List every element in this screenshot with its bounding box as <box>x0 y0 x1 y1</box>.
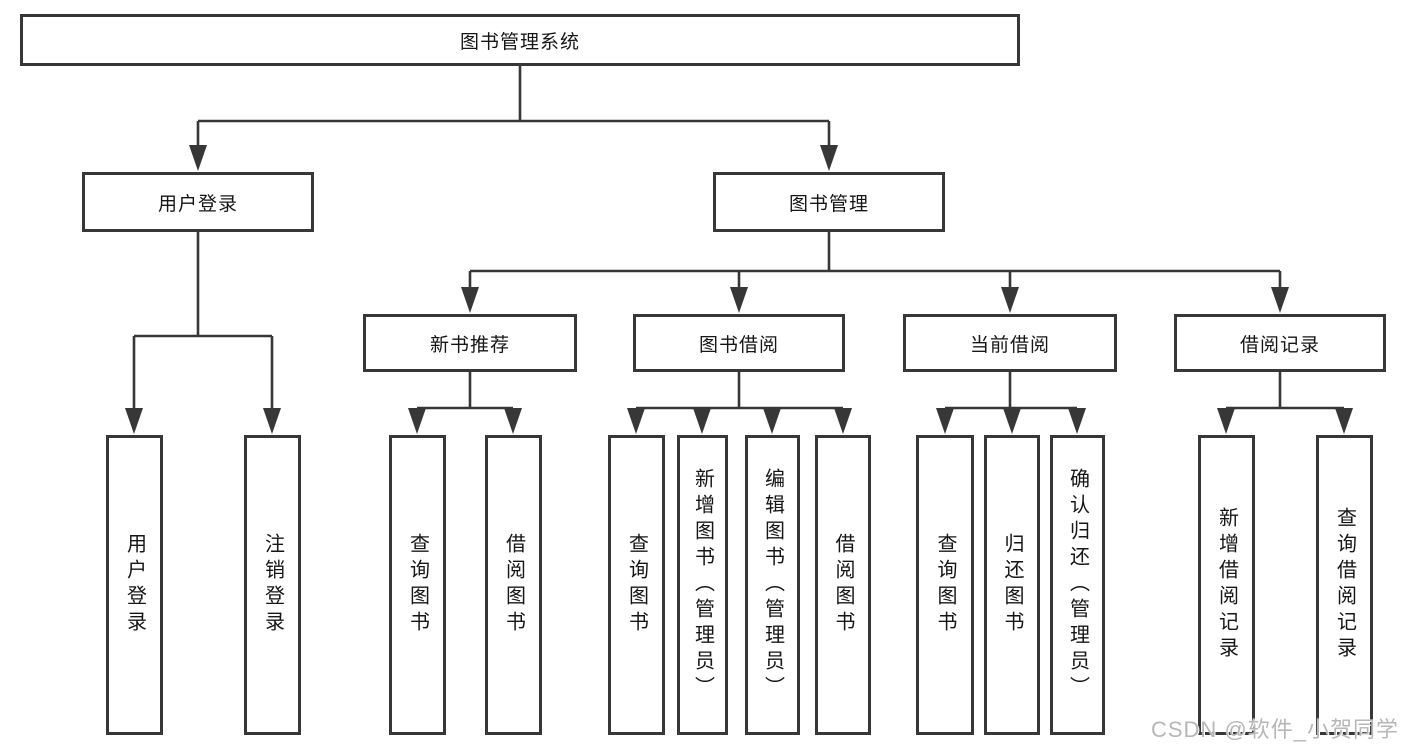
leaf-add-borrow-record: 新增借阅记录 <box>1198 435 1255 735</box>
leaf-borrow-query-books: 查询图书 <box>608 435 665 735</box>
leaf-recommend-query-books: 查询图书 <box>389 435 446 735</box>
leaf-recommend-borrow-books: 借阅图书 <box>485 435 542 735</box>
leaf-return-books: 归还图书 <box>984 435 1040 735</box>
node-book-borrow: 图书借阅 <box>633 314 845 372</box>
leaf-query-borrow-record: 查询借阅记录 <box>1316 435 1373 735</box>
leaf-borrow-books: 借阅图书 <box>815 435 871 735</box>
csdn-watermark: CSDN @软件_小贺同学 <box>1150 717 1399 742</box>
node-current-borrow: 当前借阅 <box>903 314 1117 372</box>
leaf-user-login: 用户登录 <box>106 435 163 735</box>
arrowheads <box>125 145 1353 434</box>
leaf-add-books-admin: 新增图书（管理员） <box>677 435 728 735</box>
node-borrow-records: 借阅记录 <box>1174 314 1386 372</box>
leaf-confirm-return-admin: 确认归还（管理员） <box>1050 435 1105 735</box>
leaf-edit-books-admin: 编辑图书（管理员） <box>745 435 800 735</box>
leaf-current-query-books: 查询图书 <box>916 435 974 735</box>
node-book-management-branch: 图书管理 <box>713 172 945 232</box>
node-new-book-recommend: 新书推荐 <box>363 314 577 372</box>
node-library-management-system: 图书管理系统 <box>20 14 1020 66</box>
leaf-logout: 注销登录 <box>244 435 301 735</box>
node-user-login-branch: 用户登录 <box>82 172 314 232</box>
